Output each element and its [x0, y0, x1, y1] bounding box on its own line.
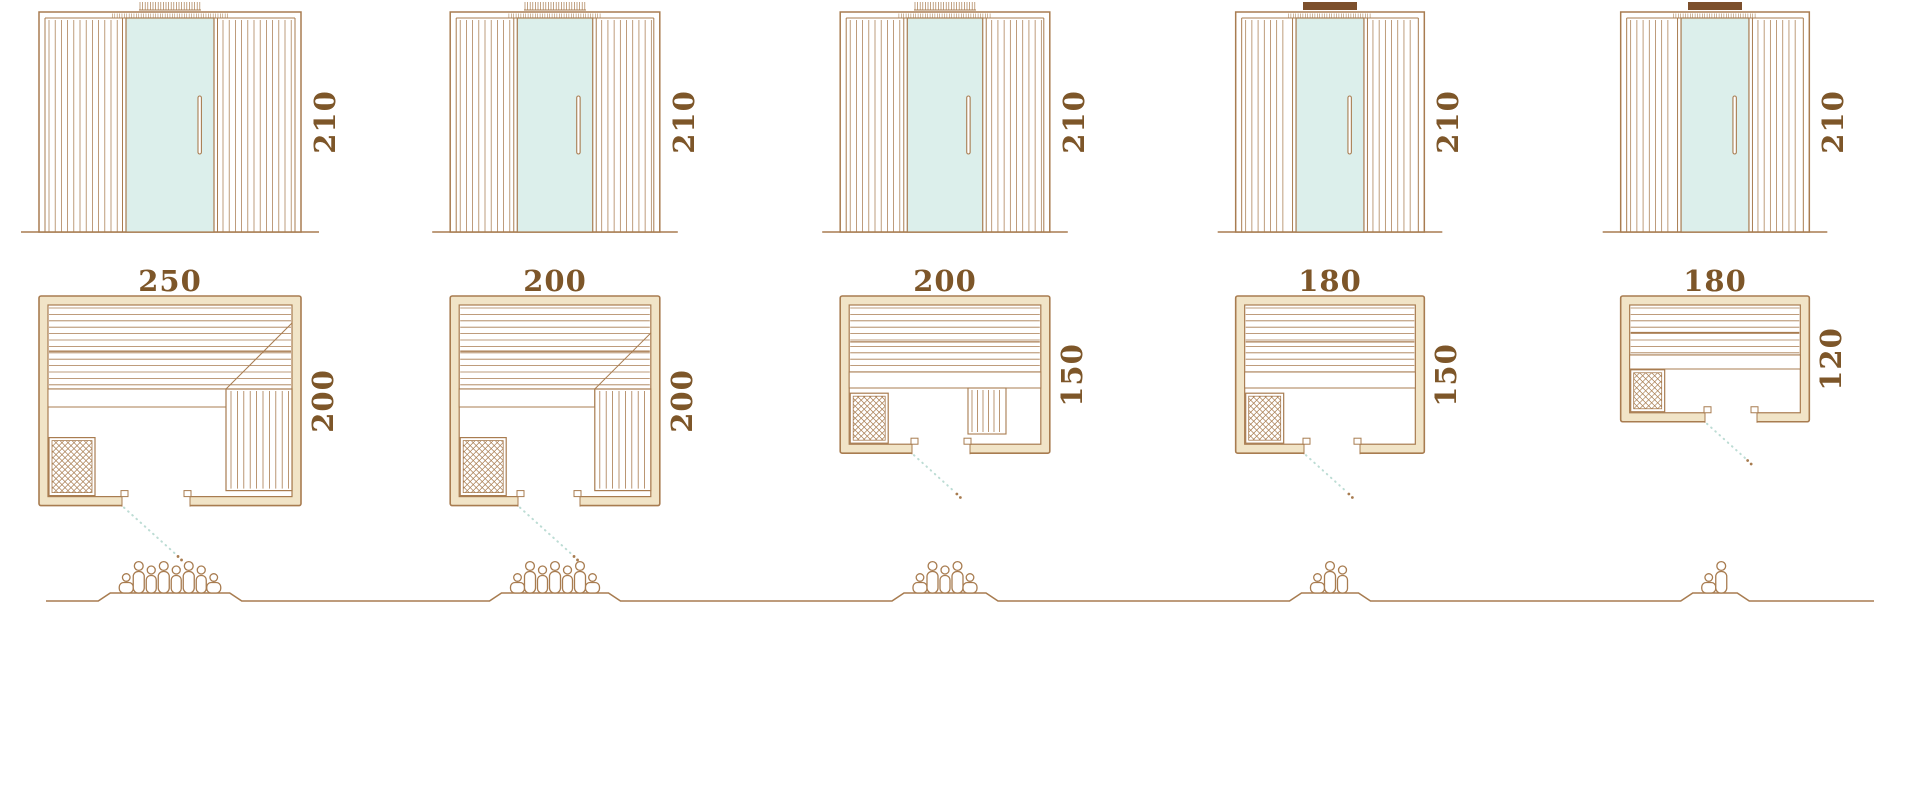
person-tall-icon: [926, 560, 939, 594]
person-sit-icon: [1309, 573, 1326, 594]
person-short-icon: [561, 565, 574, 594]
heater-icon: [1630, 369, 1666, 413]
capacity-group-5: [1701, 560, 1728, 594]
person-sit-icon: [584, 573, 601, 594]
sauna-elevation-250x200: [21, 2, 319, 233]
capacity-group-2: [509, 560, 601, 594]
person-tall-icon: [132, 560, 145, 594]
door-swing-line: [123, 506, 178, 556]
person-tall-icon: [951, 560, 964, 594]
person-short-icon: [170, 565, 182, 594]
sauna-floorplan-200x150: [839, 295, 1051, 499]
person-sit-icon: [962, 573, 978, 594]
door-handle-icon: [197, 95, 202, 155]
heater-icon: [1245, 392, 1285, 444]
person-sit-icon: [1701, 573, 1717, 594]
sauna-floorplan-200x200: [449, 295, 661, 562]
door-swing-line: [519, 506, 574, 556]
person-tall-icon: [1715, 560, 1728, 594]
capacity-group-1: [118, 560, 222, 594]
door-swing-line: [913, 454, 956, 494]
door-swing-line: [1706, 422, 1747, 460]
person-tall-icon: [157, 560, 170, 594]
sauna-elevation-180x120: [1602, 2, 1828, 233]
person-short-icon: [195, 565, 207, 594]
ground-line: [46, 592, 1874, 602]
sauna-floorplan-250x200: [38, 295, 302, 562]
person-tall-icon: [548, 560, 562, 594]
person-short-icon: [536, 565, 549, 594]
person-sit-icon: [118, 573, 134, 594]
door-handle-icon: [966, 95, 971, 155]
person-short-icon: [1336, 565, 1349, 594]
sauna-floorplan-180x120: [1619, 295, 1811, 466]
person-short-icon: [145, 565, 157, 594]
capacity-group-3: [912, 560, 978, 594]
door-swing-line: [1305, 454, 1348, 494]
door-handle-icon: [576, 95, 581, 155]
person-sit-icon: [206, 573, 222, 594]
person-sit-icon: [509, 573, 526, 594]
heater-icon: [459, 437, 507, 497]
person-tall-icon: [573, 560, 587, 594]
person-tall-icon: [523, 560, 537, 594]
capacity-group-4: [1309, 560, 1349, 594]
person-short-icon: [939, 565, 951, 594]
sauna-elevation-200x200: [432, 2, 678, 233]
sauna-elevation-200x150: [822, 2, 1068, 233]
door-handle-icon: [1347, 95, 1352, 155]
person-tall-icon: [1323, 560, 1337, 594]
sauna-floorplan-180x150: [1234, 295, 1426, 499]
person-sit-icon: [912, 573, 928, 594]
heater-icon: [849, 392, 889, 444]
sauna-elevation-180x150: [1217, 2, 1443, 233]
heater-icon: [48, 437, 96, 497]
door-handle-icon: [1732, 95, 1737, 155]
person-tall-icon: [182, 560, 195, 594]
